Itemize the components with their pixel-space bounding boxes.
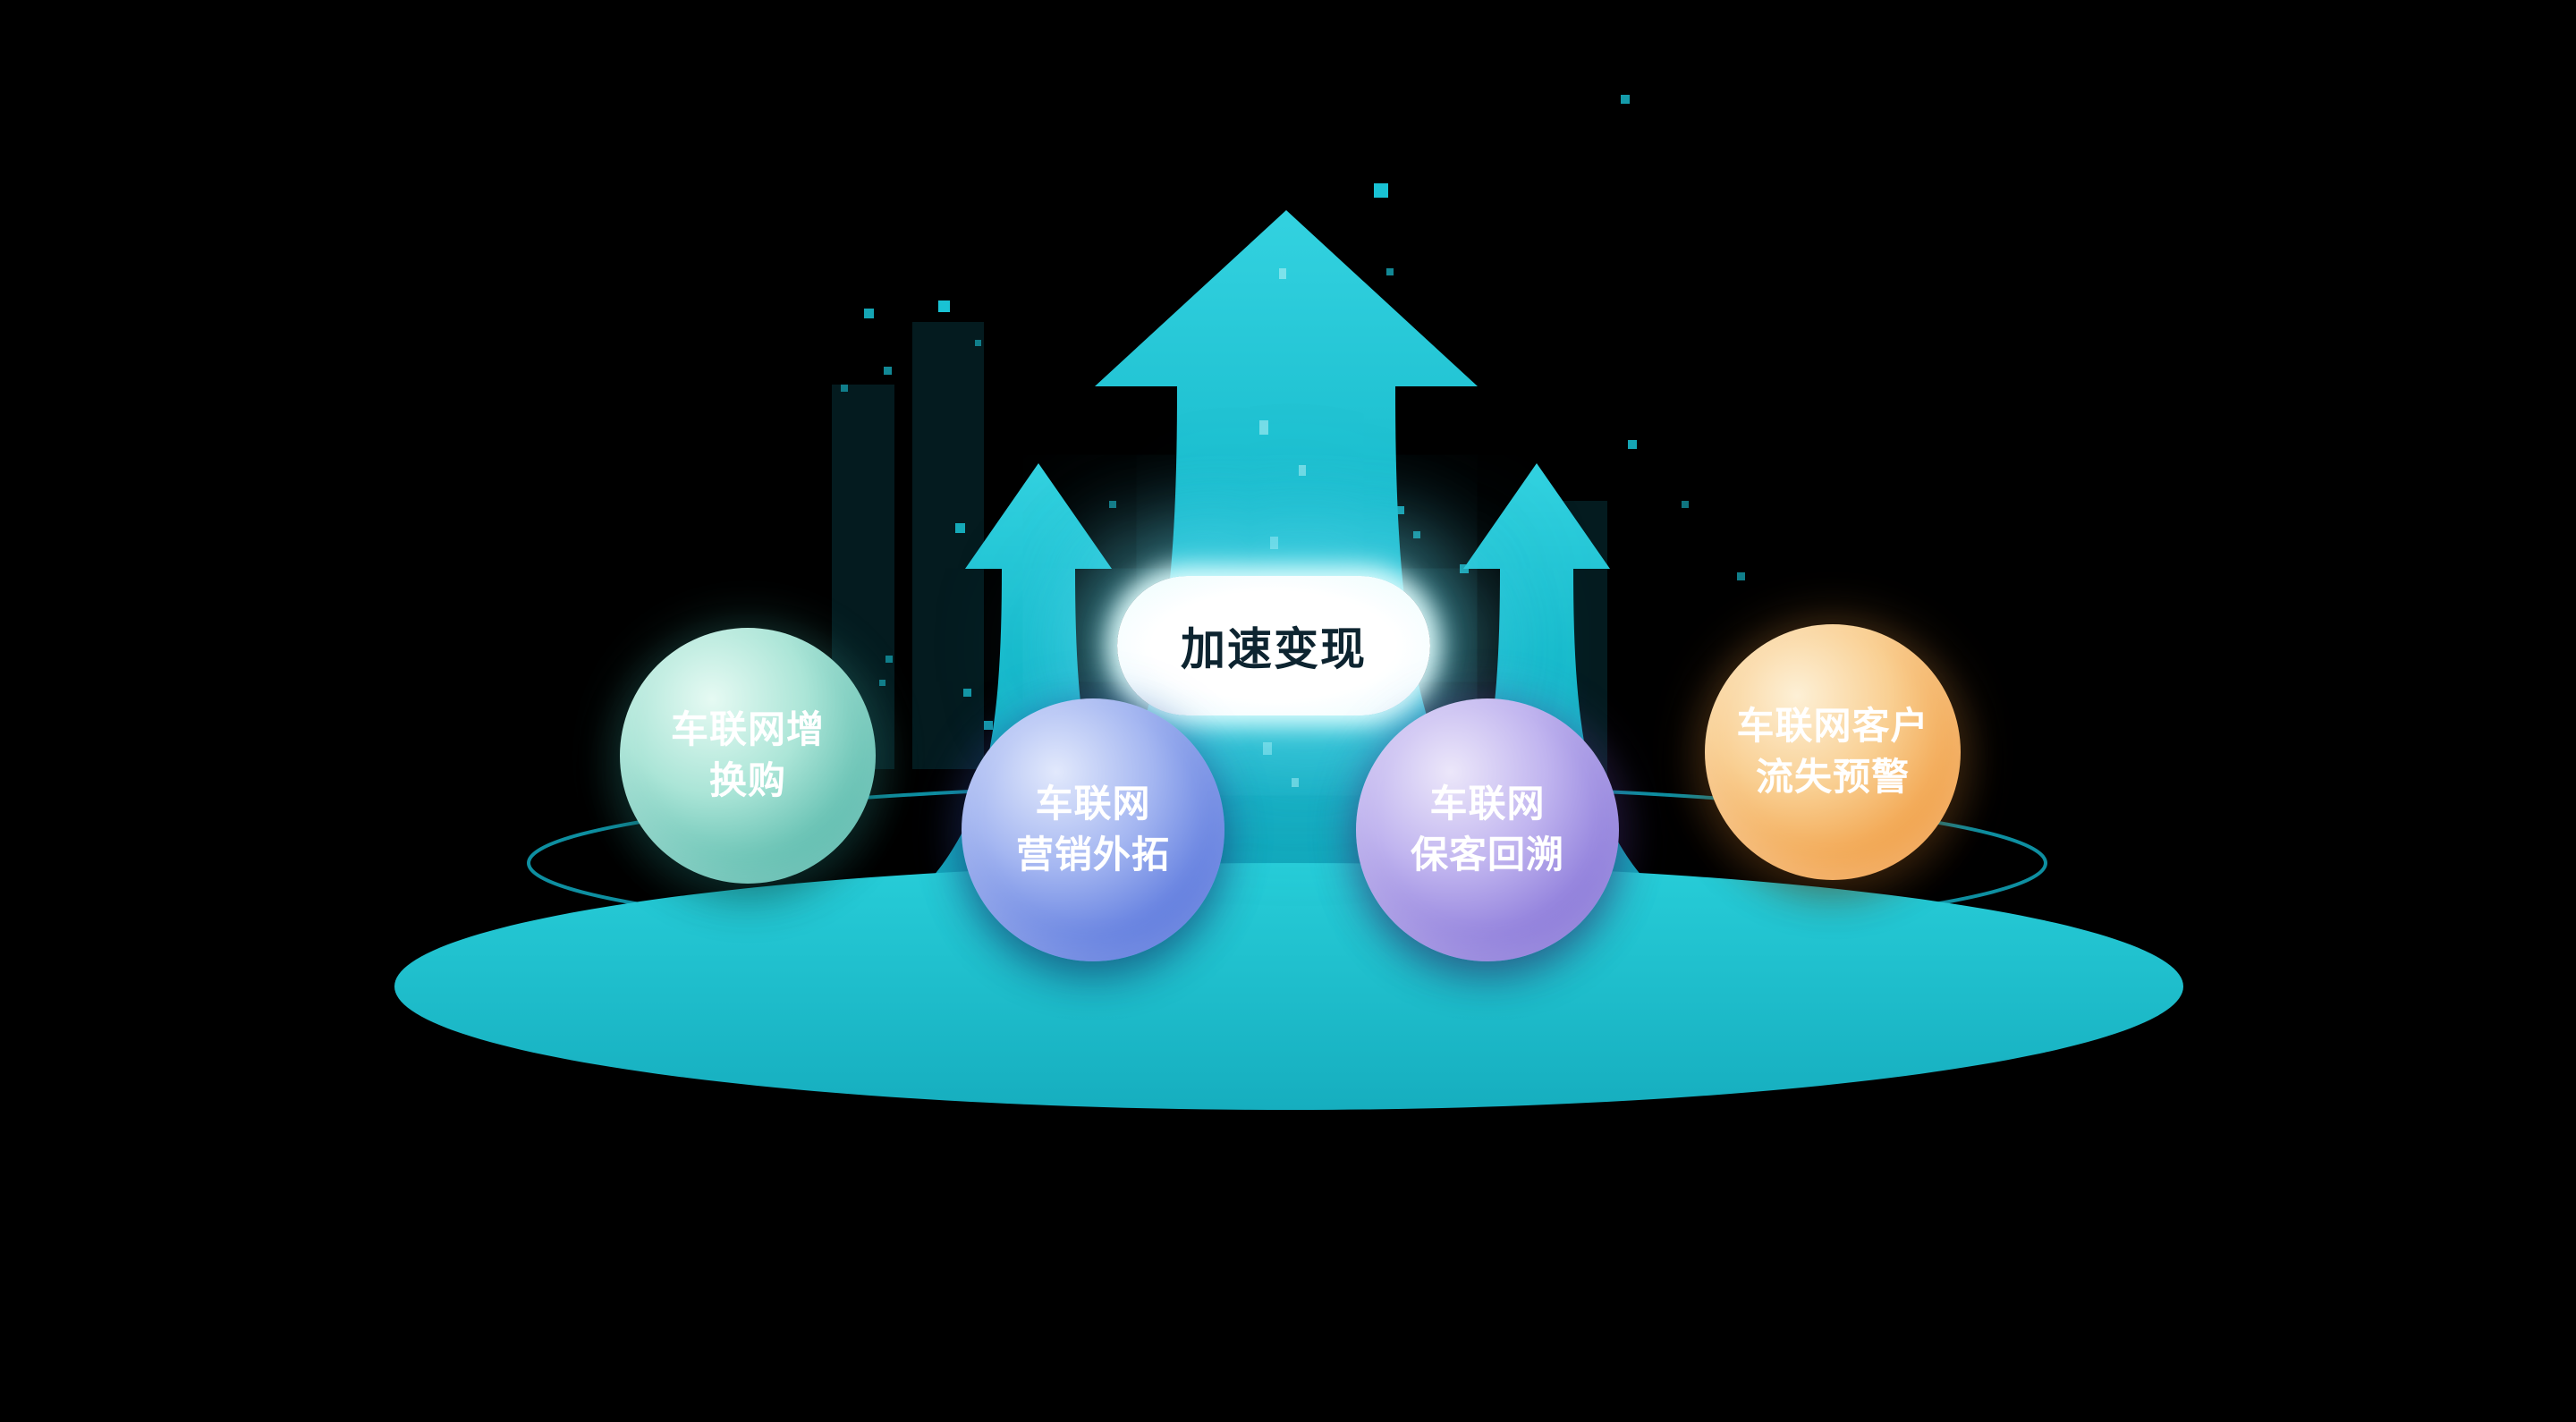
particle-dot bbox=[1374, 183, 1388, 198]
sphere-label-line1: 车联网 bbox=[1429, 783, 1546, 825]
particle-dot bbox=[975, 340, 981, 346]
growth-arrow-right bbox=[1421, 463, 1652, 887]
sphere-label-line1: 车联网 bbox=[1035, 783, 1151, 825]
sphere-label-line2: 换购 bbox=[708, 759, 786, 801]
sphere-label-line2: 营销外拓 bbox=[1015, 834, 1170, 876]
particle-dot bbox=[1737, 572, 1745, 580]
particles bbox=[841, 95, 1745, 730]
particle-dot bbox=[1413, 531, 1420, 538]
particle-dot bbox=[1386, 268, 1394, 275]
platform-disc bbox=[394, 863, 2183, 1110]
particle-dot bbox=[963, 689, 971, 697]
particle-dot bbox=[864, 309, 874, 318]
particle-dot bbox=[955, 523, 965, 533]
particle-dot bbox=[984, 721, 993, 730]
sphere-label-line2: 流失预警 bbox=[1755, 756, 1910, 798]
sphere-label-line1: 车联网增 bbox=[670, 708, 825, 751]
center-label-pill: 加速变现 bbox=[1117, 576, 1430, 715]
particle-dot bbox=[841, 385, 848, 392]
center-label-text: 加速变现 bbox=[1181, 624, 1367, 674]
sphere-customer-retention: 车联网 保客回溯 bbox=[1356, 698, 1619, 961]
sphere-trade-in: 车联网增 换购 bbox=[620, 628, 876, 884]
particle-dot bbox=[1682, 501, 1689, 508]
particle-dot bbox=[1621, 95, 1630, 104]
sphere-marketing-expansion: 车联网 营销外拓 bbox=[962, 698, 1224, 961]
growth-arrow-left bbox=[923, 463, 1154, 887]
particle-dot bbox=[884, 367, 892, 375]
particle-dot bbox=[1396, 506, 1404, 514]
sphere-churn-warning: 车联网客户 流失预警 bbox=[1705, 624, 1961, 880]
sphere-label-line1: 车联网客户 bbox=[1736, 705, 1929, 748]
sphere-label-line2: 保客回溯 bbox=[1410, 834, 1564, 876]
particle-dot bbox=[1109, 501, 1116, 508]
particle-dot bbox=[879, 680, 886, 686]
particle-dot bbox=[938, 300, 950, 312]
particle-dot bbox=[1628, 440, 1637, 449]
particle-dot bbox=[886, 656, 893, 663]
